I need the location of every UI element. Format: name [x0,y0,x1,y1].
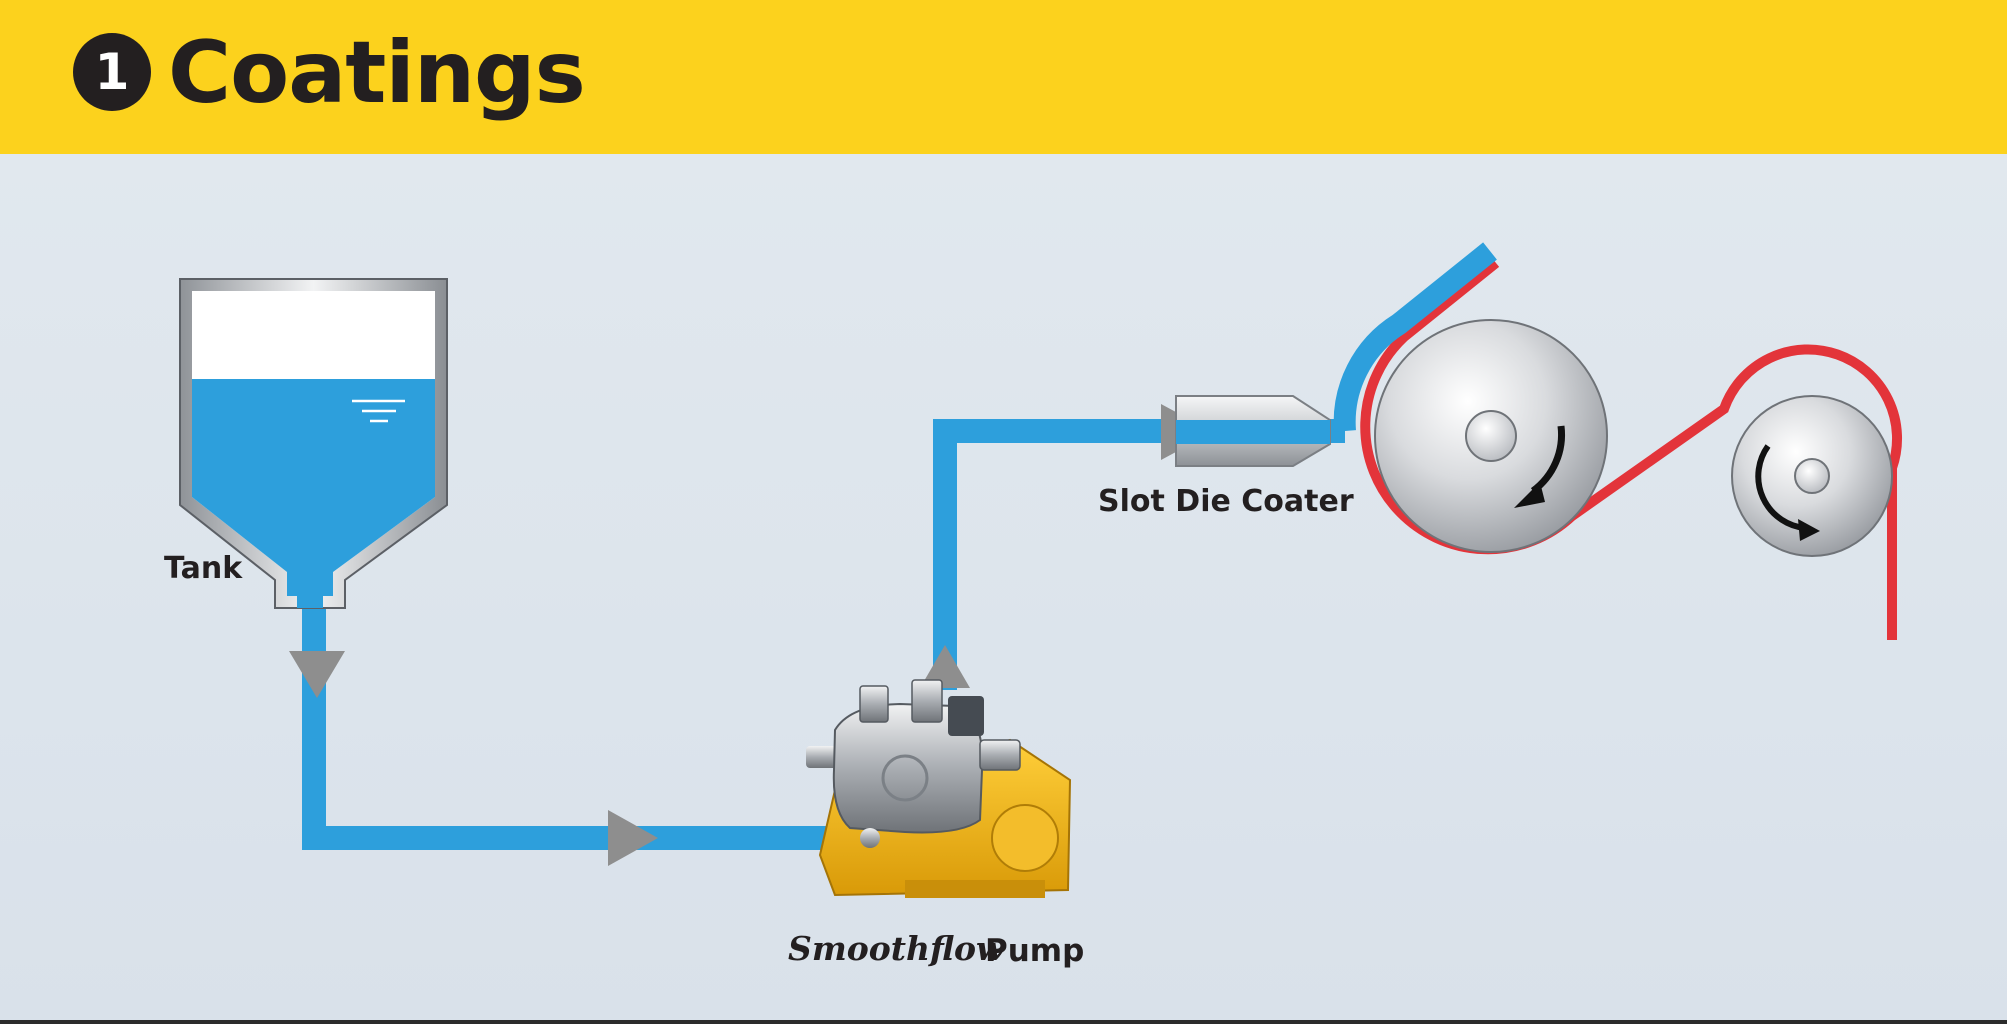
secondary-roller [1731,395,1893,557]
pipe-tank-to-pump [302,604,840,850]
page-title: Coatings [168,23,586,123]
main-roller [1374,319,1608,553]
rotation-counterclockwise-icon [1755,444,1806,531]
pipe-pump-to-coater [933,419,1345,690]
step-number-badge: 1 [73,33,151,111]
tank-label: Tank [164,551,243,586]
flow-arrow-right-icon [608,810,658,866]
tank [179,278,448,609]
flow-arrow-up-icon [920,645,970,688]
slot-die-coater [1175,395,1331,467]
pump-image [806,679,1072,898]
pump-brand-logo: Smoothflow [788,929,1006,968]
coater-label: Slot Die Coater [1098,484,1354,519]
pump-label: Pump [985,933,1084,969]
liquid-level-icon [352,399,405,423]
footer-divider [0,1020,2007,1024]
flow-arrow-down-icon [289,651,345,698]
header-bar: 1 Coatings [0,0,2007,154]
